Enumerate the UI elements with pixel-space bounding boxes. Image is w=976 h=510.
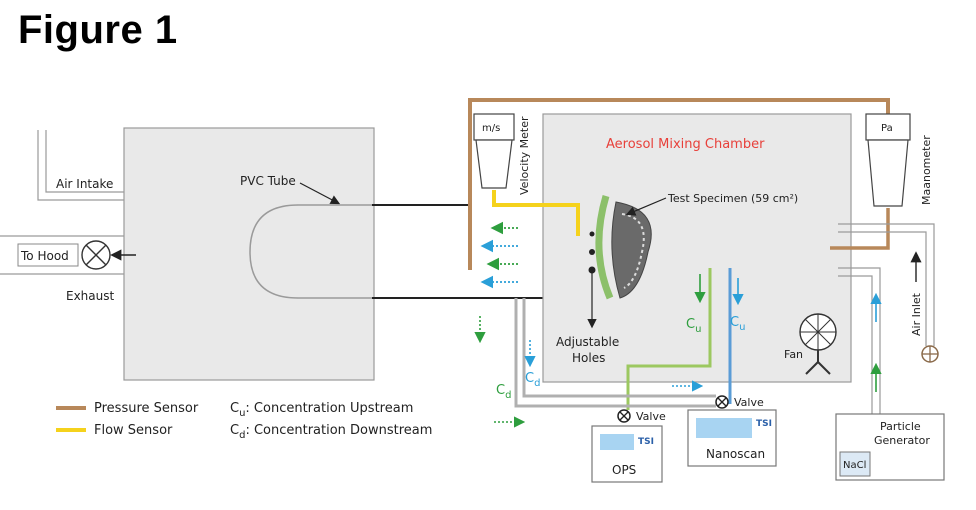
figure-title: Figure 1 <box>18 8 178 52</box>
downstream-grey-lines-2 <box>522 298 716 398</box>
air-inlet-label: Air Inlet <box>910 292 923 336</box>
adjustable-holes-label-1: Adjustable <box>556 335 619 349</box>
velocity-unit: m/s <box>482 123 500 134</box>
velocity-meter <box>473 113 515 189</box>
cu-blue-label: Cu <box>730 315 745 333</box>
legend-cu-def: Cu: Concentration Upstream <box>230 401 413 419</box>
test-specimen-pointer <box>625 197 667 216</box>
legend-flow-label: Flow Sensor <box>94 423 173 438</box>
ops-instrument <box>591 425 663 483</box>
to-hood-box <box>17 243 79 267</box>
valve-ops-label: Valve <box>636 410 666 423</box>
chamber-title: Aerosol Mixing Chamber <box>606 137 765 152</box>
downstream-grey-lines <box>514 298 716 408</box>
upstream-green-line <box>626 268 712 410</box>
pressure-sensor-line-down <box>830 208 890 250</box>
manometer-label: Maanometer <box>920 135 933 205</box>
fan-icon <box>799 313 837 375</box>
to-hood-label: To Hood <box>20 249 69 263</box>
valve-ops-icon <box>617 409 631 423</box>
valve-nanoscan-label: Valve <box>734 396 764 409</box>
nanoscan-tsi-logo: TSI <box>756 419 772 429</box>
mixing-chamber <box>542 113 852 383</box>
air-intake-pipe <box>37 130 124 201</box>
exhaust-label: Exhaust <box>66 289 115 303</box>
manometer <box>865 113 911 207</box>
flow-sensor-line <box>492 190 580 236</box>
legend-pressure-label: Pressure Sensor <box>94 401 199 416</box>
particle-generator <box>835 413 945 481</box>
fan-label: Fan <box>784 348 803 361</box>
nanoscan-instrument <box>687 409 777 467</box>
manometer-unit: Pa <box>881 123 893 134</box>
legend <box>56 406 86 432</box>
ops-tsi-logo: TSI <box>638 437 654 447</box>
test-specimen <box>595 195 652 300</box>
cu-green-label: Cu <box>686 317 701 335</box>
valve-nanoscan-icon <box>715 395 729 409</box>
legend-cd-def: Cd: Concentration Downstream <box>230 423 432 441</box>
intake-box <box>123 127 375 381</box>
adjustable-holes-label-2: Holes <box>572 351 605 365</box>
pvc-tube-pointer <box>299 182 341 205</box>
exhaust-pipe <box>0 235 124 275</box>
air-inlet-valve-icon <box>921 345 939 363</box>
adjustable-holes <box>587 231 597 329</box>
air-intake-label: Air Intake <box>56 177 113 191</box>
cd-blue-label: Cd <box>525 371 540 389</box>
cd-green-label: Cd <box>496 383 511 401</box>
damper-icon <box>81 240 111 270</box>
ops-label: OPS <box>612 463 636 477</box>
particle-generator-label-2: Generator <box>874 434 930 447</box>
test-specimen-label: Test Specimen (59 cm²) <box>667 192 798 205</box>
nanoscan-label: Nanoscan <box>706 447 765 461</box>
velocity-meter-label: Velocity Meter <box>518 116 531 195</box>
particle-generator-label-1: Particle <box>880 420 921 433</box>
pressure-sensor-line <box>468 98 890 270</box>
nacl-label: NaCl <box>843 460 866 471</box>
pvc-tube-label: PVC Tube <box>240 174 296 188</box>
airflow-arrows <box>480 221 518 289</box>
